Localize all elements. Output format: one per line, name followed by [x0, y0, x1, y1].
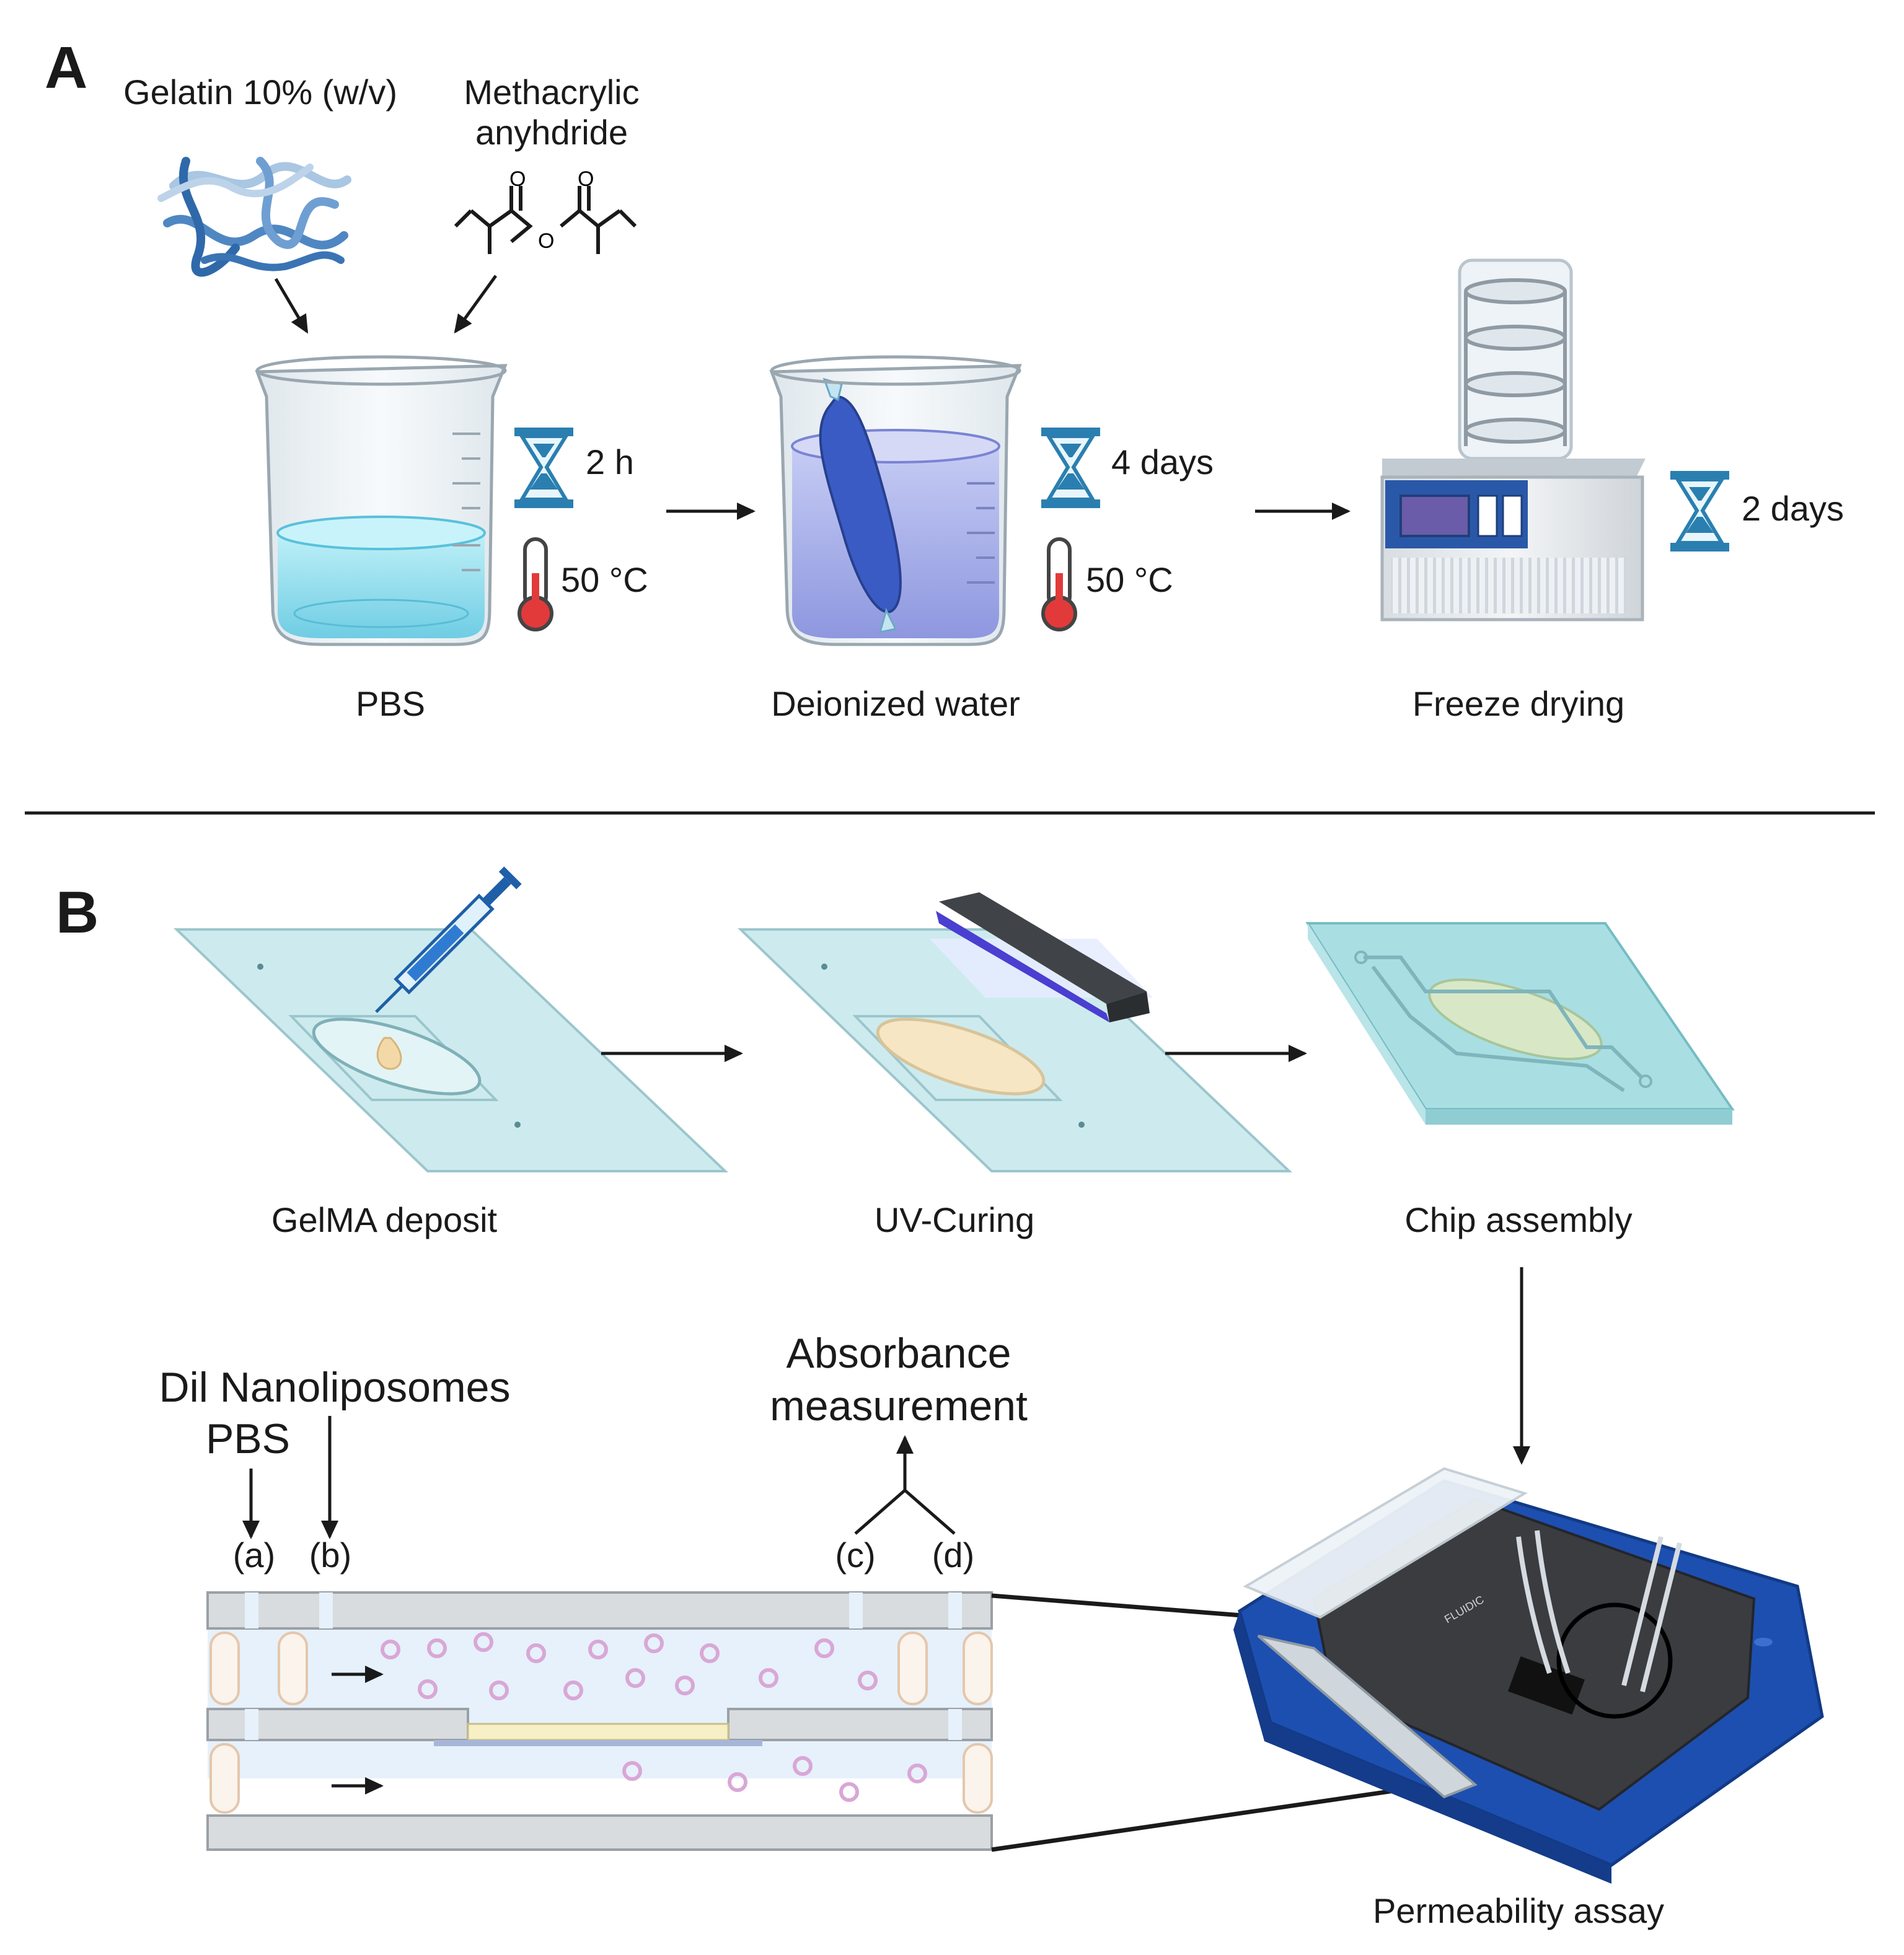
carbonyl-oxygen-2: O	[578, 167, 594, 191]
uv-curing-label: UV-Curing	[874, 1200, 1035, 1239]
syringe-icon	[375, 866, 522, 1013]
ether-oxygen: O	[538, 229, 554, 253]
inputs-label-line1: Dil Nanoliposomes	[159, 1364, 511, 1411]
chip-assembly-label: Chip assembly	[1404, 1200, 1633, 1239]
dialysis-beaker-icon	[769, 355, 1022, 646]
gelatin-arrow	[274, 278, 309, 334]
step2-time: 4 days	[1111, 442, 1214, 481]
output-label-line2: measurement	[770, 1382, 1028, 1430]
step1-label: PBS	[355, 684, 426, 723]
step3-label: Freeze drying	[1412, 684, 1625, 723]
output-label-line1: Absorbance	[786, 1330, 1011, 1377]
panel-a-letter: A	[45, 35, 88, 101]
support-membrane	[434, 1740, 762, 1746]
uv-curing-slide	[738, 892, 1293, 1172]
middle-layer-right	[727, 1708, 993, 1741]
uv-lamp-icon	[936, 892, 1150, 1022]
step3-time: 2 days	[1742, 489, 1844, 528]
port-b-label: (b)	[309, 1535, 352, 1575]
gelma-deposit-slide	[174, 866, 729, 1172]
gelatin-label: Gelatin 10% (w/v)	[123, 72, 397, 112]
step1-time: 2 h	[586, 442, 634, 481]
gelatin-network-icon	[157, 157, 351, 277]
inputs-label-line2: PBS	[205, 1415, 291, 1462]
step1-temp: 50 °C	[561, 560, 648, 599]
permeability-assay-label: Permeability assay	[1373, 1891, 1664, 1930]
carbonyl-oxygen-1: O	[509, 167, 526, 191]
hourglass-icon-1	[514, 428, 573, 508]
gel-membrane	[467, 1723, 729, 1741]
methacrylic-arrow	[454, 275, 498, 334]
hourglass-icon-3	[1670, 471, 1729, 551]
hourglass-icon-2	[1041, 428, 1100, 508]
pbs-beaker-icon	[255, 355, 508, 646]
chip-cross-section	[206, 1591, 993, 1851]
methacrylic-anhydride-molecule-icon	[454, 186, 637, 254]
step2-temp: 50 °C	[1086, 560, 1173, 599]
gelma-deposit-label: GelMA deposit	[271, 1200, 498, 1239]
panel-b-letter: B	[56, 879, 99, 946]
port-c-label: (c)	[835, 1535, 876, 1575]
port-a-label: (a)	[232, 1535, 276, 1575]
methacrylic-label-line2: anyhdride	[475, 113, 628, 152]
freeze-dryer-icon	[1380, 258, 1646, 622]
step2-label: Deionized water	[771, 684, 1020, 723]
output-arrow	[854, 1435, 956, 1535]
port-d-label: (d)	[932, 1535, 975, 1575]
chip-assembly-slide	[1305, 922, 1735, 1125]
thermometer-icon-2	[1041, 537, 1077, 631]
chip-holder-icon: FLUIDIC	[1233, 1467, 1824, 1884]
nanoliposomes	[381, 1632, 927, 1802]
bottom-layer	[206, 1814, 993, 1851]
thermometer-icon-1	[518, 537, 553, 631]
methacrylic-label-line1: Methacrylic	[464, 72, 640, 112]
